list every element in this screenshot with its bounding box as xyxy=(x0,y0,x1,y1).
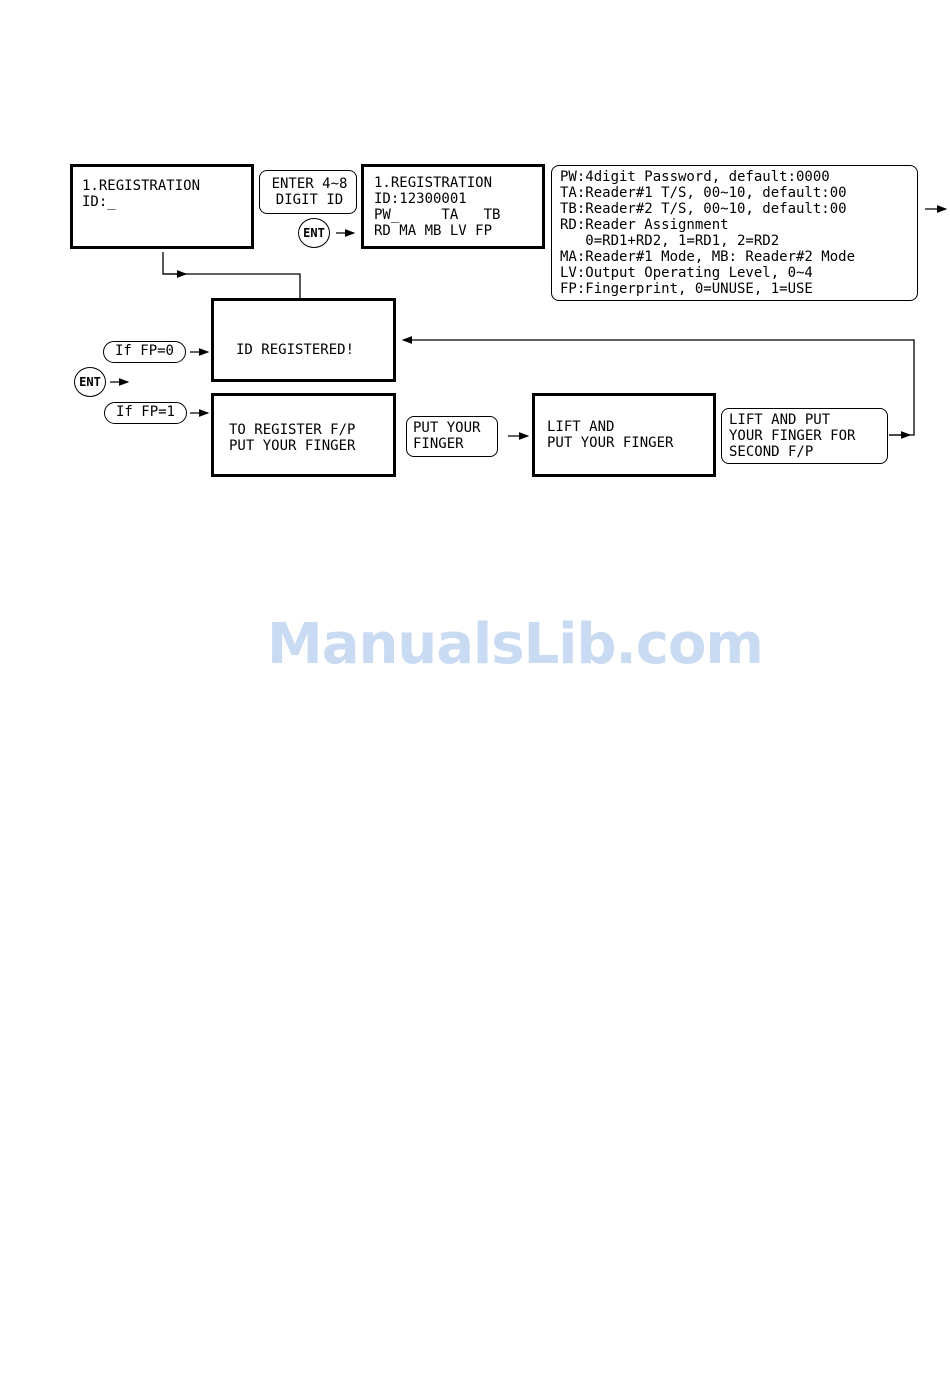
screen-registration-fields: 1.REGISTRATION ID:12300001 PW_ TA TB RD … xyxy=(361,164,545,249)
screen-line: LIFT AND xyxy=(547,419,615,435)
action-lift-put-second: LIFT AND PUT YOUR FINGER FOR SECOND F/P xyxy=(721,408,888,464)
ent-key-top[interactable]: ENT xyxy=(298,218,330,248)
legend-line: FP:Fingerprint, 0=UNUSE, 1=USE xyxy=(560,281,813,297)
legend-line: MA:Reader#1 Mode, MB: Reader#2 Mode xyxy=(560,249,856,265)
legend-line: 0=RD1+RD2, 1=RD1, 2=RD2 xyxy=(560,233,780,249)
screen-line: PUT YOUR FINGER xyxy=(229,438,356,454)
legend-line: LV:Output Operating Level, 0~4 xyxy=(560,265,813,281)
screen-line: ID:12300001 xyxy=(374,191,467,207)
screen-line: 1.REGISTRATION xyxy=(374,175,493,191)
screen-line: RD MA MB LV FP xyxy=(374,223,493,239)
field-legend: PW:4digit Password, default:0000 TA:Read… xyxy=(551,165,918,301)
screen-line: TO REGISTER F/P xyxy=(229,422,356,438)
condition-fp0-label: If FP=0 xyxy=(114,343,174,359)
condition-fp1: If FP=1 xyxy=(104,402,187,424)
prompt-line: ENTER 4~8 xyxy=(271,176,348,192)
prompt-enter-id: ENTER 4~8 DIGIT ID xyxy=(259,170,357,214)
legend-line: RD:Reader Assignment xyxy=(560,217,729,233)
legend-line: PW:4digit Password, default:0000 xyxy=(560,169,830,185)
legend-line: TB:Reader#2 T/S, 00~10, default:00 xyxy=(560,201,847,217)
screen-id-registered: ID REGISTERED! xyxy=(211,298,396,382)
condition-fp1-label: If FP=1 xyxy=(115,404,175,420)
screen-line: 1.REGISTRATION xyxy=(82,178,201,194)
action-line: FINGER xyxy=(413,436,464,452)
action-line: LIFT AND PUT xyxy=(729,412,831,428)
action-line: YOUR FINGER FOR xyxy=(729,428,856,444)
action-line: SECOND F/P xyxy=(729,444,814,460)
screen-line: ID:_ xyxy=(82,194,116,210)
watermark: ManualsLib.com xyxy=(267,612,764,677)
screen-line: PW_ TA TB xyxy=(374,207,501,223)
action-line: PUT YOUR xyxy=(413,420,481,436)
screen-line: ID REGISTERED! xyxy=(236,342,355,358)
ent-key-label: ENT xyxy=(79,375,101,389)
screen-register-fp: TO REGISTER F/P PUT YOUR FINGER xyxy=(211,393,396,477)
legend-line: TA:Reader#1 T/S, 00~10, default:00 xyxy=(560,185,847,201)
screen-lift-put: LIFT AND PUT YOUR FINGER xyxy=(532,393,716,477)
action-put-finger: PUT YOUR FINGER xyxy=(406,416,498,457)
ent-key-middle[interactable]: ENT xyxy=(74,367,106,397)
screen-registration: 1.REGISTRATION ID:_ xyxy=(70,164,254,249)
prompt-line: DIGIT ID xyxy=(275,192,344,208)
arrow-loop-to-start xyxy=(162,252,301,298)
screen-line: PUT YOUR FINGER xyxy=(547,435,674,451)
condition-fp0: If FP=0 xyxy=(103,341,186,363)
ent-key-label: ENT xyxy=(303,226,325,240)
